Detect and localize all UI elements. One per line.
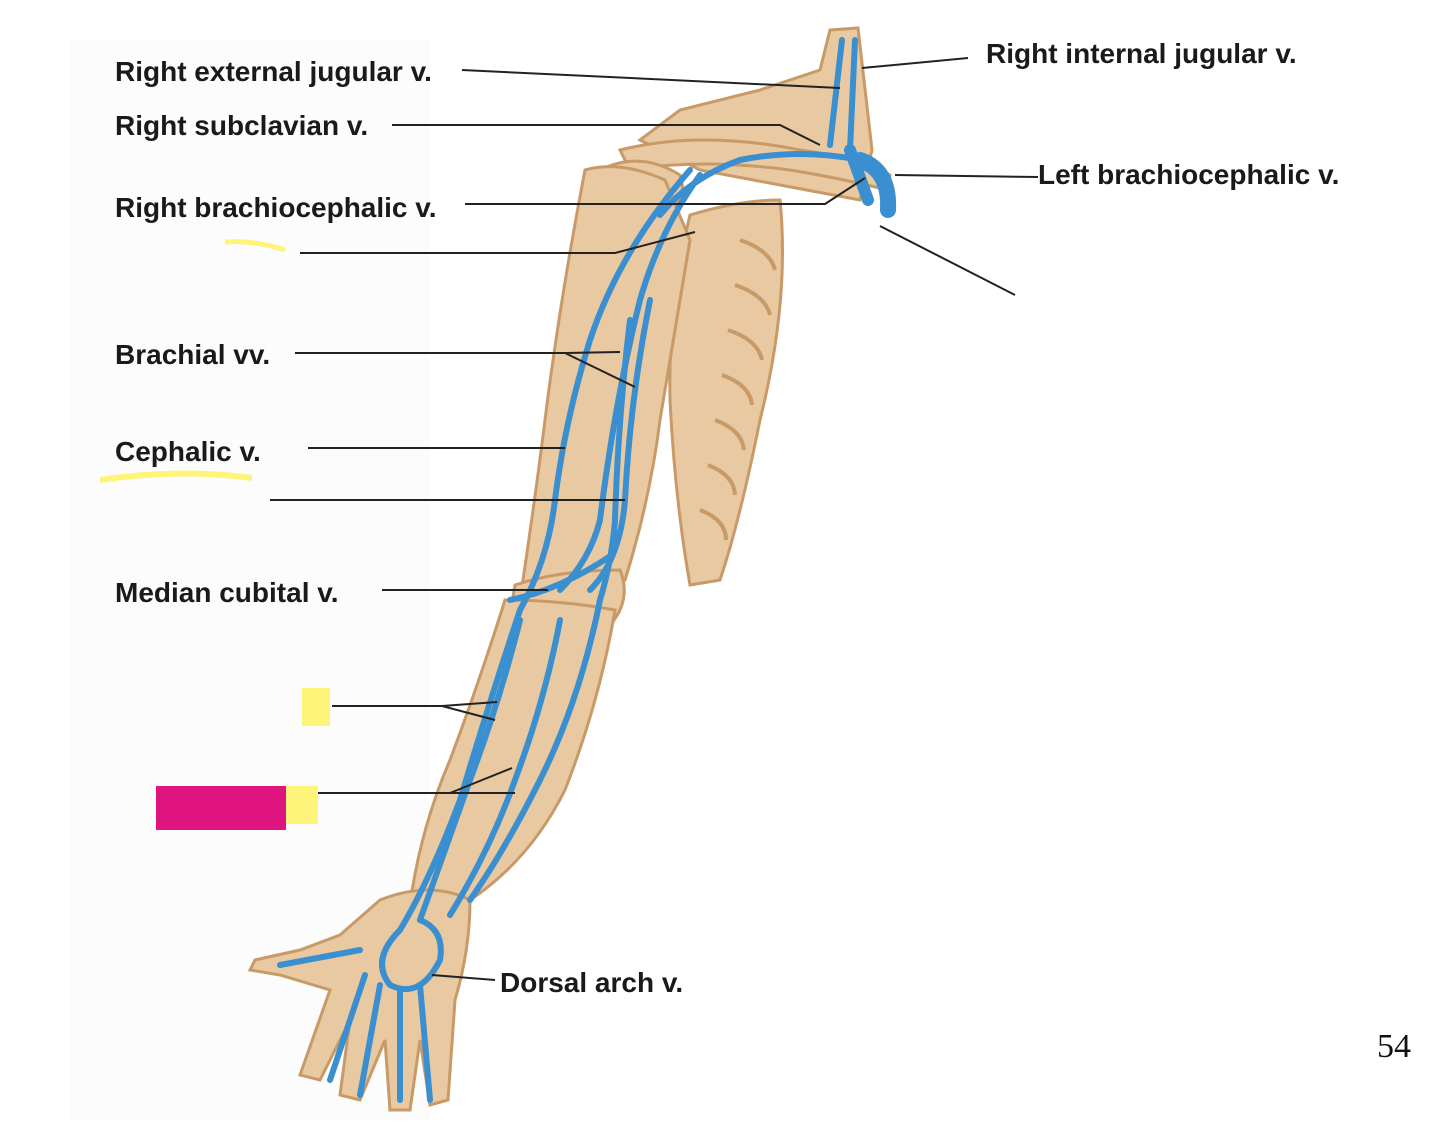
right-brachiocephalic-vein [844, 144, 874, 206]
yellow-underline-cephalic [99, 470, 253, 483]
yellow-underline-1 [224, 239, 286, 253]
label-right-internal-jugular-vein: Right internal jugular v. [986, 38, 1297, 69]
right-external-jugular-vein [827, 37, 845, 148]
axillary-vein [637, 172, 703, 303]
leader-dorsal-arch [431, 974, 496, 981]
magenta-marker-box [156, 786, 286, 830]
leader-forearm-veins [332, 701, 498, 721]
right-subclavian-vein [657, 151, 863, 218]
leader-right-internal-jugular [861, 57, 969, 69]
forearm [408, 598, 617, 907]
page-number: 54 [1377, 1028, 1411, 1065]
label-right-brachiocephalic-vein: Right brachiocephalic v. [115, 192, 437, 223]
label-cephalic-vein: Cephalic v. [115, 436, 261, 467]
label-brachial-veins: Brachial vv. [115, 339, 271, 370]
label-right-subclavian-vein: Right subclavian v. [115, 110, 369, 141]
leader-axillary [300, 231, 696, 254]
leader-right-subclavian [392, 124, 821, 146]
yellow-highlight-box [302, 688, 330, 726]
rib-stripes [699, 238, 777, 541]
basilic-vein [467, 317, 633, 903]
label-median-cubital-vein: Median cubital v. [115, 577, 339, 608]
left-brachiocephalic-vein [852, 152, 897, 218]
radial-vein [417, 617, 523, 923]
right-internal-jugular-vein [847, 37, 858, 153]
yellow-highlight-small [286, 786, 318, 824]
leader-lines [270, 57, 1039, 981]
leader-median-antebrachial [316, 767, 515, 794]
label-left-brachiocephalic-vein: Left brachiocephalic v. [1038, 159, 1340, 190]
leader-brachial [295, 351, 636, 388]
leader-superior-vena-cava [879, 225, 1016, 296]
label-right-external-jugular-vein: Right external jugular v. [115, 56, 432, 87]
leader-right-brachiocephalic [465, 177, 866, 205]
label-dorsal-arch-vein: Dorsal arch v. [500, 967, 684, 998]
median-cubital-vein [507, 552, 615, 603]
veins [277, 37, 897, 1103]
ulnar-vein [447, 617, 563, 918]
dorsal-arch-vein [379, 917, 444, 992]
leader-left-brachiocephalic [894, 174, 1039, 178]
leader-right-external-jugular [461, 69, 841, 89]
highlight-marks [99, 239, 330, 830]
